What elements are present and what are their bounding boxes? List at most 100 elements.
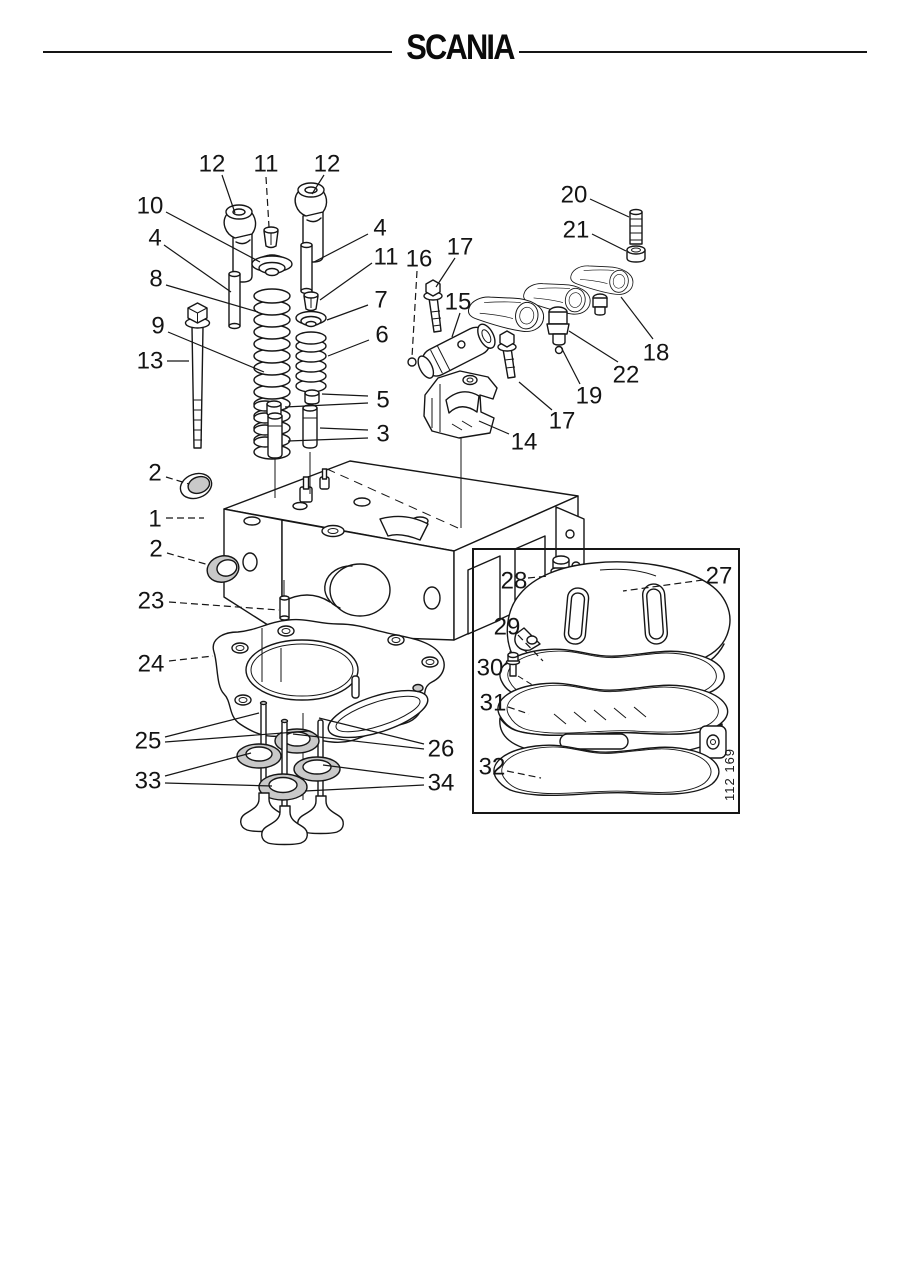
leader-line-30 [502, 662, 509, 667]
valve-spring-right [295, 331, 327, 393]
callout-label-26: 26 [428, 736, 455, 763]
rocker-arm-front [467, 296, 545, 333]
callout-label-11: 11 [374, 244, 399, 271]
callout-label-15: 15 [445, 289, 472, 316]
callout-label-10: 10 [137, 193, 164, 220]
spring-retainer-10 [251, 254, 293, 277]
leader-line-25 [164, 730, 310, 743]
valve-guide-pin-left [228, 270, 241, 330]
leader-line-10 [165, 211, 261, 263]
cylinder-head [223, 460, 585, 641]
leader-line-3 [319, 427, 369, 431]
mounting-dashed-line [326, 468, 459, 529]
callout-label-28: 28 [501, 568, 528, 595]
leader-line-3 [287, 437, 369, 442]
callout-label-11: 11 [254, 151, 279, 178]
leader-line-23 [168, 601, 280, 611]
leader-line-8 [165, 284, 259, 313]
leader-line-14 [478, 420, 510, 435]
adjusting-screw-small [592, 293, 608, 316]
leader-line-4 [163, 244, 232, 293]
leader-line-2 [166, 552, 210, 566]
leader-line-21 [591, 233, 627, 252]
leader-line-26 [292, 733, 425, 750]
callout-label-22: 22 [613, 362, 640, 389]
spring-seat-ring [293, 756, 341, 782]
leader-line-15 [451, 312, 461, 338]
callout-label-27: 27 [706, 563, 733, 590]
callout-label-3: 3 [376, 421, 389, 448]
leader-line-33 [164, 782, 273, 787]
callout-label-2: 2 [148, 460, 161, 487]
leader-line-34 [322, 764, 425, 779]
valve-follower-left [223, 204, 257, 283]
leader-line-5 [284, 402, 369, 408]
valve-collets-left [263, 226, 279, 249]
leader-line-32 [506, 770, 542, 779]
callout-label-4: 4 [148, 225, 161, 252]
valve-cover-inset: 112 169 [472, 548, 740, 814]
stud-bolt-20 [629, 208, 643, 245]
leader-line-24 [168, 655, 214, 662]
leader-line-20 [589, 198, 630, 218]
head-gasket [212, 618, 445, 744]
leader-line-12 [311, 174, 325, 195]
valve-guide-left [267, 412, 283, 459]
valve-head [261, 805, 308, 846]
header-rule-right [519, 51, 867, 53]
callout-label-13: 13 [137, 348, 164, 375]
valve-head [297, 795, 344, 835]
leader-line-29 [517, 634, 544, 662]
callout-label-24: 24 [138, 651, 165, 678]
callout-label-12: 12 [199, 151, 226, 178]
cup-plug-lower [206, 555, 240, 583]
callout-label-29: 29 [494, 614, 521, 641]
callout-label-30: 30 [477, 655, 504, 682]
cup-plug-upper [179, 472, 213, 500]
head-top-details [243, 468, 429, 541]
pin-16 [407, 357, 417, 367]
nut-21 [626, 245, 646, 263]
spring-retainer-7 [295, 310, 327, 328]
valve-guide-pin-right [300, 241, 313, 295]
callout-label-2: 2 [149, 536, 162, 563]
callout-label-6: 6 [375, 322, 388, 349]
header-rule-left [43, 51, 392, 53]
callout-label-18: 18 [643, 340, 670, 367]
callout-label-17: 17 [447, 234, 474, 261]
callout-label-14: 14 [511, 429, 538, 456]
leader-line-16 [411, 270, 418, 358]
lower-gasket-32 [493, 744, 720, 797]
leader-line-25 [164, 712, 260, 738]
guide-alignment-lines [274, 452, 311, 498]
leader-line-9 [167, 331, 265, 373]
leader-line-33 [164, 752, 252, 777]
rocker-bracket-14 [423, 370, 498, 439]
callout-label-1: 1 [148, 506, 161, 533]
leader-line-31 [507, 706, 530, 715]
brand-logo: SCANIA [406, 28, 515, 67]
valve-collets-right [303, 291, 319, 312]
leader-line-12 [221, 174, 236, 214]
callout-label-17: 17 [549, 408, 576, 435]
callout-label-20: 20 [561, 182, 588, 209]
leader-line-11 [265, 176, 270, 228]
leader-line-26 [318, 717, 425, 745]
leader-line-2 [165, 476, 190, 485]
callout-label-19: 19 [576, 383, 603, 410]
figure-code: 112 169 [722, 748, 737, 801]
callout-label-21: 21 [563, 217, 590, 244]
spring-seat-ring [236, 743, 282, 769]
leader-line-5 [321, 393, 369, 397]
callout-label-12: 12 [314, 151, 341, 178]
callout-label-34: 34 [428, 770, 455, 797]
valves-group [236, 700, 344, 846]
bolt-17-lower [497, 330, 517, 379]
callout-label-25: 25 [135, 728, 162, 755]
rocker-shaft [417, 323, 496, 379]
callout-label-31: 31 [480, 690, 507, 717]
leader-line-17 [518, 381, 553, 411]
callout-label-5: 5 [376, 387, 389, 414]
